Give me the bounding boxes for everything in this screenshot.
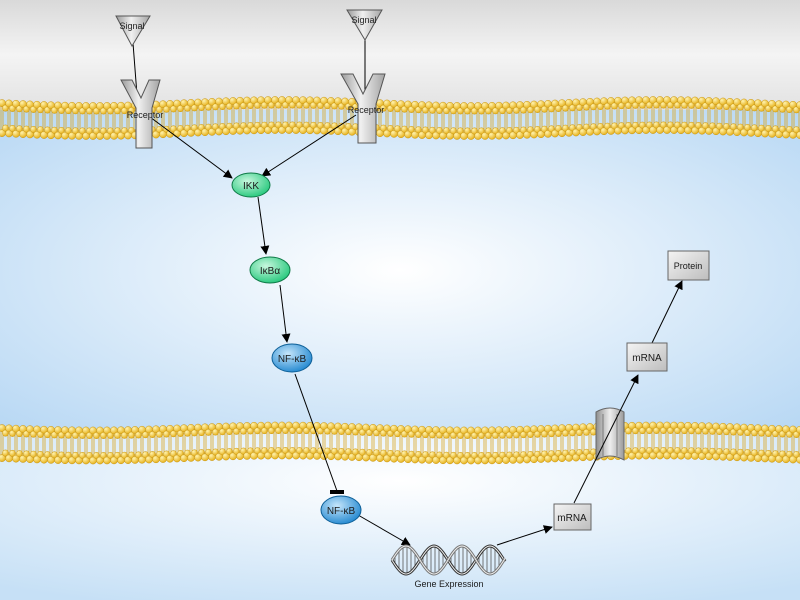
nfkb-cytoplasm-node: NF-κB [271, 343, 313, 373]
signal-left-label: Signal [119, 21, 144, 31]
mrna-cytoplasm-label: mRNA [632, 353, 662, 364]
edge-receptor-right-ikk [261, 114, 357, 177]
ikk-node: IKK [231, 172, 271, 198]
receptor-left: Receptor [120, 79, 164, 149]
protein-label: Protein [674, 261, 703, 271]
edge-ikb-nfkb [279, 284, 291, 343]
mrna-nucleus-label: mRNA [557, 513, 587, 524]
nuclear-pore-channel [595, 407, 625, 461]
edge-receptor-left-ikk [149, 116, 233, 179]
nfkb-cytoplasm-label: NF-κB [278, 354, 307, 365]
ikk-label: IKK [243, 181, 259, 192]
receptor-left-label: Receptor [127, 110, 164, 120]
ikb-label: IκBα [260, 266, 280, 277]
edges [131, 29, 683, 546]
nfkb-nucleus-node: NF-κB [320, 495, 362, 525]
edge-ikk-ikb [257, 196, 270, 255]
signal-right: Signal [346, 9, 383, 41]
nuclear-membrane [0, 421, 800, 465]
receptor-right: Receptor [340, 73, 386, 144]
gene-expression-label: Gene Expression [414, 579, 483, 589]
receptor-right-label: Receptor [348, 105, 385, 115]
plasma-membrane [0, 96, 800, 140]
edge-gene-mrna [496, 525, 553, 546]
mrna-nucleus-box: mRNA [553, 503, 592, 531]
signal-right-label: Signal [351, 15, 376, 25]
translocation-bar [330, 490, 344, 494]
edge-nfkb-translocation [294, 373, 338, 492]
edge-mrna-export [573, 374, 639, 504]
cytoplasm-region [0, 110, 800, 430]
protein-box: Protein [667, 250, 710, 281]
nfkb-nucleus-label: NF-κB [327, 506, 356, 517]
signal-left: Signal [115, 15, 151, 48]
edge-nfkb-gene [357, 514, 411, 546]
ikb-node: IκBα [249, 256, 291, 284]
edge-mrna-protein [651, 280, 683, 344]
mrna-cytoplasm-box: mRNA [626, 342, 668, 372]
dna-helix-icon: Gene Expression [390, 544, 507, 589]
